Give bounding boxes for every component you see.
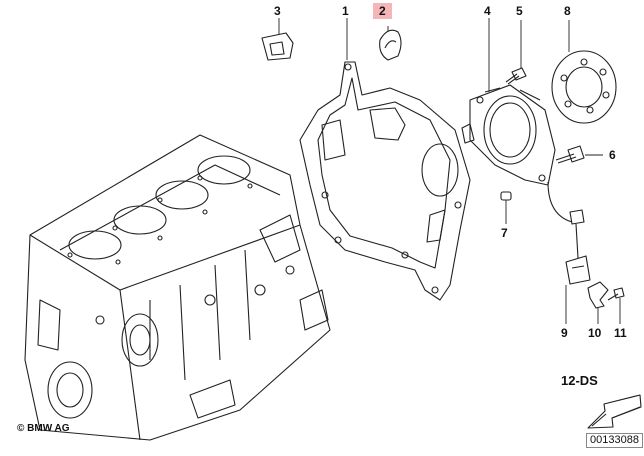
callout-1[interactable]: 1 xyxy=(342,4,349,18)
direction-arrow xyxy=(587,394,642,429)
callout-3[interactable]: 3 xyxy=(274,4,281,18)
copyright: © BMW AG xyxy=(17,423,70,434)
callout-6[interactable]: 6 xyxy=(609,148,616,162)
part-11-screw xyxy=(607,287,625,301)
part-9-sensor xyxy=(547,181,591,285)
part-5-bolt xyxy=(505,67,527,85)
callout-4[interactable]: 4 xyxy=(484,4,491,18)
part-4-seal-housing xyxy=(461,84,556,186)
part-8-pulse-wheel xyxy=(551,50,617,124)
part-1-gasket xyxy=(299,61,471,301)
part-10-bracket xyxy=(587,281,609,309)
leader-lines xyxy=(278,18,621,324)
callout-9[interactable]: 9 xyxy=(561,326,568,340)
callout-10[interactable]: 10 xyxy=(588,326,602,340)
image-number: 00133088 xyxy=(586,433,643,448)
callout-7[interactable]: 7 xyxy=(501,226,508,240)
part-7-dowel xyxy=(500,191,512,201)
group-code: 12-DS xyxy=(561,373,598,388)
callout-5[interactable]: 5 xyxy=(516,4,523,18)
part-3-cap xyxy=(261,32,294,61)
part-2-seal xyxy=(379,29,402,61)
callout-8[interactable]: 8 xyxy=(564,4,571,18)
part-6-bolt xyxy=(555,145,585,164)
engine-block xyxy=(24,134,331,441)
callout-11[interactable]: 11 xyxy=(614,326,627,340)
callout-2-selected[interactable]: 2 xyxy=(373,3,392,19)
